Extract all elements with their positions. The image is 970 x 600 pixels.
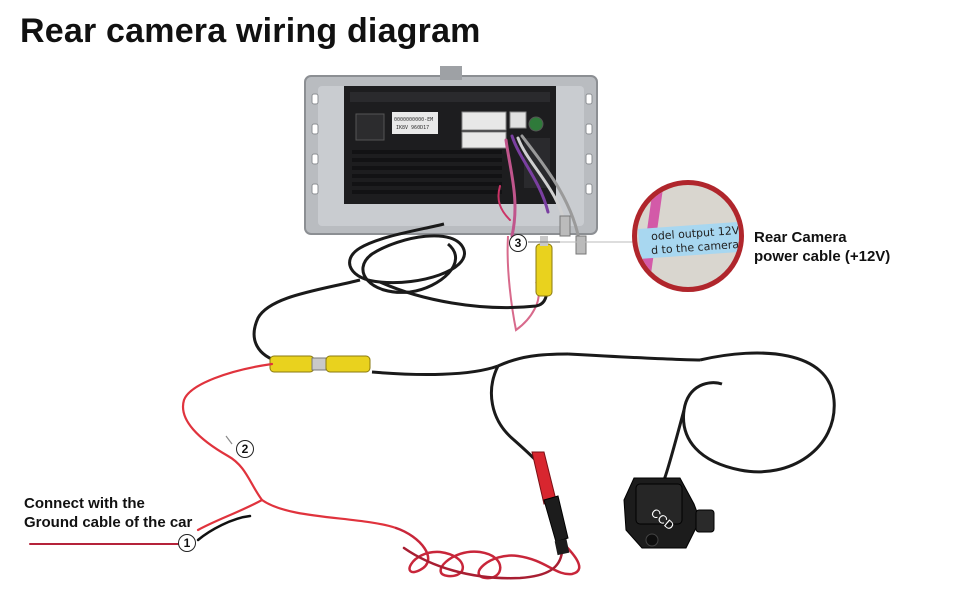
sticker-line-1: 0000000000-EM bbox=[394, 117, 433, 123]
ground-label-line-2: Ground cable of the car bbox=[24, 514, 193, 531]
red-power-wire bbox=[29, 362, 581, 580]
harness-wires bbox=[497, 134, 587, 255]
marker-3: 3 bbox=[509, 234, 527, 252]
camera-power-label: Rear Camera power cable (+12V) bbox=[754, 228, 890, 266]
rca-connector-head-unit bbox=[535, 236, 553, 297]
camera-power-label-line-2: power cable (+12V) bbox=[754, 248, 891, 265]
marker-2: 2 bbox=[236, 440, 254, 458]
pink-power-wire bbox=[506, 235, 540, 332]
marker-leaders bbox=[225, 241, 560, 445]
power-plug bbox=[531, 451, 570, 556]
callout-zoom: odel output 12V d to the camera bbox=[632, 180, 744, 292]
marker-1: 1 bbox=[178, 534, 196, 552]
camera-power-label-line-1: Rear Camera bbox=[754, 229, 847, 246]
page-title: Rear camera wiring diagram bbox=[20, 12, 481, 50]
rear-camera bbox=[623, 477, 715, 549]
head-unit bbox=[304, 66, 598, 235]
ground-label: Connect with the Ground cable of the car bbox=[24, 494, 192, 532]
ground-label-line-1: Connect with the bbox=[24, 495, 145, 512]
sticker-line-2: IK8V 960D17 bbox=[396, 125, 429, 131]
rca-connector-pair bbox=[269, 355, 371, 373]
